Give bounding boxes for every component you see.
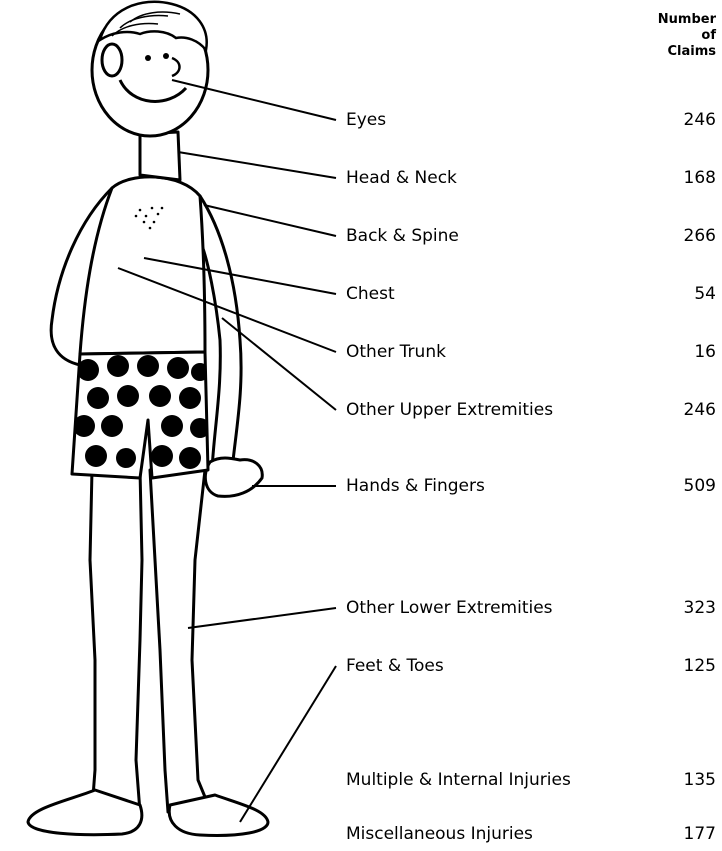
header-line-1: Number	[658, 12, 716, 28]
header-line-2: of	[658, 28, 716, 44]
label-other-trunk: Other Trunk	[346, 342, 446, 362]
leader-feet-toes	[240, 666, 336, 822]
label-chest: Chest	[346, 284, 395, 304]
label-eyes: Eyes	[346, 110, 386, 130]
label-back-spine: Back & Spine	[346, 226, 459, 246]
label-other-lower-extremities: Other Lower Extremities	[346, 598, 553, 618]
count-head-neck: 168	[684, 168, 716, 188]
hand	[205, 458, 262, 496]
left-eye	[145, 55, 151, 61]
count-chest: 54	[694, 284, 716, 304]
header-line-3: Claims	[658, 44, 716, 60]
label-head-neck: Head & Neck	[346, 168, 457, 188]
count-feet-toes: 125	[684, 656, 716, 676]
count-back-spine: 266	[684, 226, 716, 246]
leader-other-lower-extremities	[188, 608, 336, 628]
count-miscellaneous-injuries: 177	[684, 824, 716, 844]
count-other-upper-extremities: 246	[684, 400, 716, 420]
leader-head-neck	[178, 152, 336, 178]
leader-back-spine	[204, 205, 336, 236]
count-hands-fingers: 509	[684, 476, 716, 496]
count-other-lower-extremities: 323	[684, 598, 716, 618]
label-multiple-internal-injuries: Multiple & Internal Injuries	[346, 770, 571, 790]
number-of-claims-header: Number of Claims	[658, 12, 716, 60]
ear	[102, 44, 122, 76]
label-other-upper-extremities: Other Upper Extremities	[346, 400, 553, 420]
label-feet-toes: Feet & Toes	[346, 656, 444, 676]
label-hands-fingers: Hands & Fingers	[346, 476, 485, 496]
right-eye	[163, 53, 169, 59]
count-other-trunk: 16	[694, 342, 716, 362]
left-leg	[90, 470, 142, 812]
right-leg	[150, 470, 212, 814]
label-miscellaneous-injuries: Miscellaneous Injuries	[346, 824, 533, 844]
count-multiple-internal-injuries: 135	[684, 770, 716, 790]
neck	[140, 132, 180, 180]
count-eyes: 246	[684, 110, 716, 130]
